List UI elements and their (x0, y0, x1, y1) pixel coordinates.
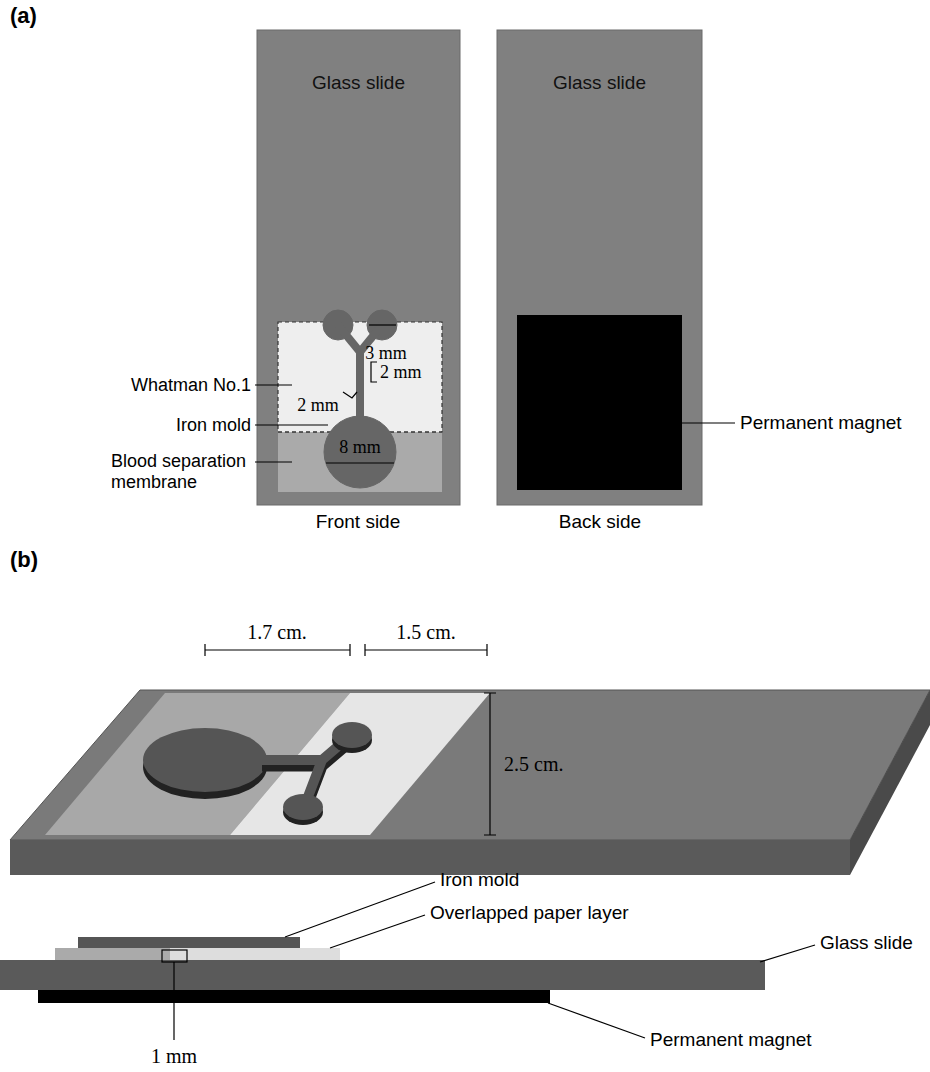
mold-sample-zone (324, 416, 396, 488)
mold-channel (338, 325, 360, 352)
leader-line (173, 962, 174, 1040)
figure-label: 2 mm (297, 395, 339, 416)
figure-label: 8 mm (339, 437, 381, 458)
dimension-bracket (371, 362, 377, 382)
glass-slide-front (10, 840, 850, 875)
glass-slide-box: Glass slide (497, 30, 702, 505)
mold-sample-zone (143, 728, 267, 792)
figure-label: Overlapped paper layer (430, 902, 629, 924)
leader-lines (174, 882, 815, 1040)
figure-label: Whatman No.1 (131, 375, 251, 396)
permanent-magnet (517, 315, 682, 490)
glass-slide-box: Glass slide (257, 30, 460, 505)
dimension-line (326, 462, 394, 463)
figure-label: Back side (559, 511, 641, 533)
glass-slide (257, 30, 460, 505)
overlap-marker (162, 950, 187, 962)
mold-section (78, 937, 300, 948)
leader-line (330, 915, 425, 948)
leader-line (548, 1003, 645, 1038)
glass-slide-side (850, 690, 930, 875)
mold-zone (283, 794, 323, 820)
glass-slide-top (10, 690, 930, 840)
dimension-line (369, 324, 396, 325)
leader-line (255, 424, 328, 425)
figure-label: (b) (10, 547, 38, 572)
figure-label: Blood separation membrane (111, 451, 251, 492)
figure-label: Iron mold (440, 869, 519, 891)
figure-label: 1 mm (151, 1045, 197, 1068)
glass-slide-section (0, 960, 765, 990)
mold-channel (356, 350, 364, 425)
figure-label: 3 mm (365, 343, 407, 364)
figure-label: Permanent magnet (740, 412, 902, 434)
mold-zone (332, 722, 372, 748)
leader-line (760, 945, 815, 962)
membrane-section (55, 948, 170, 960)
glass-slide (497, 30, 702, 505)
leader-line (255, 384, 292, 385)
figure-label: (a) (10, 3, 37, 28)
figure-label: 2 mm (380, 362, 422, 383)
leader-line (255, 461, 292, 462)
leader-line (682, 422, 735, 423)
paper-section (170, 948, 340, 960)
separation-membrane (45, 693, 350, 835)
dimension-line (365, 644, 487, 656)
dimension-line (484, 693, 496, 835)
slide-label: Glass slide (497, 30, 702, 94)
iron-mold-3d (143, 722, 372, 825)
figure-label: Iron mold (176, 415, 251, 436)
dimension-mark (343, 392, 357, 398)
figure-label: Glass slide (820, 932, 913, 954)
magnet-section (38, 990, 550, 1003)
figure-label: Front side (316, 511, 400, 533)
figure-label: 1.7 cm. (247, 621, 306, 644)
dimension-lines (205, 644, 496, 835)
figure-label: Permanent magnet (650, 1029, 812, 1051)
whatman-paper (230, 693, 490, 835)
figure-label: 1.5 cm. (396, 621, 455, 644)
slide-label: Glass slide (257, 30, 460, 94)
leader-line (285, 882, 435, 937)
figure-label: 2.5 cm. (504, 753, 563, 776)
dimension-line (205, 644, 350, 656)
